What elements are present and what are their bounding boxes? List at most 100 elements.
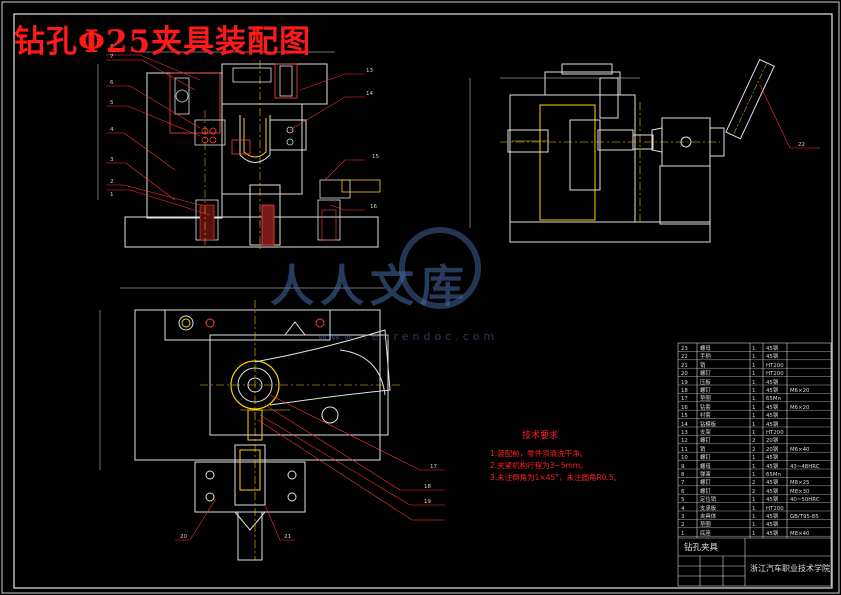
balloon-1: 1 [110,192,114,198]
bom-cell-mat: 45钢 [766,455,779,462]
bom-cell-no: 1 [681,530,685,537]
bom-cell-qty: 1 [752,430,756,436]
bom-cell-name: 钻模板 [700,421,717,428]
bom-cell-qty: 1 [752,497,756,504]
bom-cell-mat: 45钢 [766,388,779,394]
bom-cell-name: 螺钉 [700,480,711,487]
bom-cell-mat: 45钢 [766,514,779,520]
bom-cell-mat: HT200 [766,362,784,369]
bom-cell-qty: 1 [752,346,756,352]
bom-cell-qty: 1 [752,463,756,470]
bom-cell-qty: 1 [752,421,756,428]
bom-cell-name: 压板 [700,379,711,386]
drawing-title: 钻孔Φ25夹具装配图 [14,24,312,60]
bom-cell-rem: GB/T95-85 [790,514,819,520]
bom-cell-name: 垫圈 [700,522,711,529]
balloon-19: 19 [424,499,431,505]
bom-cell-rem: M8×30 [790,488,810,495]
bom-cell-mat: 45钢 [766,379,779,386]
balloon-2: 2 [110,179,114,185]
bom-cell-no: 6 [681,488,685,495]
balloon-4: 4 [110,127,114,133]
bom-cell-no: 2 [681,522,685,529]
bom-cell-no: 22 [681,354,688,361]
bom-cell-name: 支架 [700,430,711,436]
top-view [99,287,400,561]
bom-cell-no: 23 [681,346,688,352]
bom-cell-rem: M6×20 [790,388,810,394]
tech-requirement-note: 3.未注倒角为1×45°，未注圆角R0.5。 [490,473,622,482]
bom-table-grid [677,342,832,587]
bom-cell-mat: HT200 [766,505,784,512]
bom-cell-no: 21 [681,362,688,369]
bom-cell-qty: 1 [752,514,756,520]
bom-cell-mat: 45钢 [766,488,779,495]
balloon-8: 8 [110,44,114,50]
bom-cell-qty: 1 [752,404,756,411]
bom-cell-qty: 2 [752,480,756,487]
bom-cell-no: 20 [681,371,688,378]
bom-cell-qty: 1 [752,379,756,386]
bom-cell-no: 5 [681,497,685,504]
watermark-text: 人人文库 [270,261,470,312]
bom-cell-rem: M8×40 [790,530,810,537]
top-view-leaders [175,394,445,541]
bom-cell-name: 弹簧 [700,472,711,478]
bom-cell-name: 钻套 [700,404,711,411]
title-block-name: 钻孔夹具 [684,543,719,553]
bom-cell-mat: 45钢 [766,497,779,504]
bom-cell-mat: 45钢 [766,522,779,529]
bom-cell-mat: 65Mn [766,472,781,478]
bom-cell-name: 手柄 [700,354,711,361]
bom-cell-mat: 45钢 [766,421,779,428]
bom-cell-name: 销 [700,446,706,453]
balloon-20: 20 [180,534,187,540]
bom-cell-no: 15 [681,413,688,420]
bom-cell-no: 17 [681,396,688,403]
bom-cell-mat: 45钢 [766,354,779,361]
bom-cell-name: 螺母 [700,346,711,352]
bom-cell-rem: 43~48HRC [790,463,820,470]
watermark-url: www.renrendoc.com [318,330,499,343]
front-view-leaders [106,54,365,216]
bom-cell-mat: 20钢 [766,446,779,453]
tech-requirement-note: 2.夹紧机构行程为3~5mm。 [490,461,588,470]
balloon-13: 13 [366,68,373,74]
bom-cell-name: 支承板 [700,505,717,512]
bom-cell-qty: 1 [752,371,756,378]
bom-cell-name: 垫圈 [700,396,711,403]
balloon-3: 3 [110,157,114,163]
inner-border [13,13,833,589]
bom-cell-qty: 1 [752,505,756,512]
bom-cell-qty: 1 [752,362,756,369]
bom-cell-no: 16 [681,404,688,411]
bom-cell-qty: 2 [752,438,756,445]
side-view [469,58,820,243]
bom-cell-name: 螺钉 [700,371,711,378]
balloon-21: 21 [284,534,291,540]
balloon-6: 6 [110,80,114,86]
watermark-logo [399,227,481,309]
bom-cell-qty: 1 [752,413,756,420]
bom-cell-no: 7 [681,480,685,487]
bom-cell-qty: 2 [752,446,756,453]
balloon-7: 7 [110,54,114,60]
